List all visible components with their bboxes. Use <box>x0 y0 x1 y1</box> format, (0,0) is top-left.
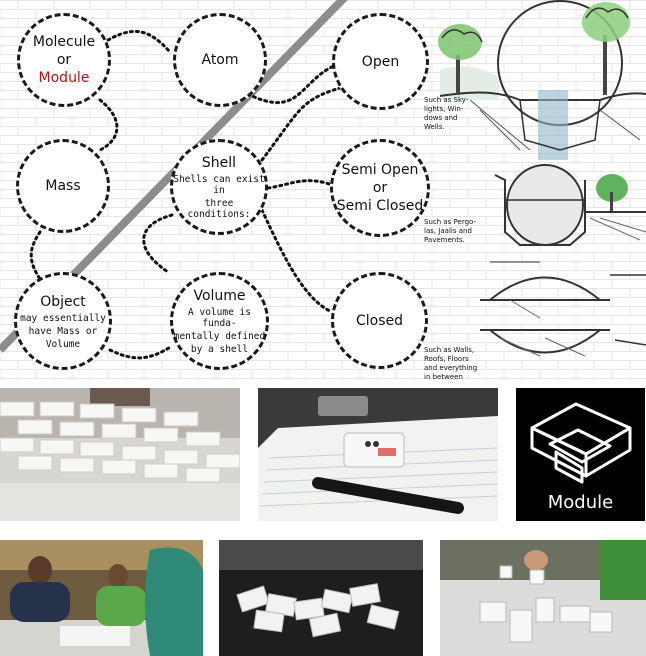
node-open: Open <box>332 13 429 110</box>
note-closed-line: in between <box>424 373 463 381</box>
node-object: Object may essentially have Mass or Volu… <box>14 272 112 370</box>
node-semi-title-3: Semi Closed <box>336 198 424 214</box>
node-shell-subtitle-2: three conditions: <box>187 198 251 220</box>
note-semi-line: Pavements. <box>424 236 465 244</box>
photo-sketchbook-desk <box>258 388 498 521</box>
connector-shell-open <box>260 86 342 162</box>
connector-molecule-mass <box>98 98 119 152</box>
note-closed-line: Such as Walls, <box>424 346 475 354</box>
sketch-closed-vault <box>489 276 601 301</box>
node-molecule-or: or <box>56 52 72 68</box>
module-tile-label: Module <box>547 492 614 513</box>
node-volume: Volume A volume is funda- mentally defin… <box>170 272 269 370</box>
note-semi-line: Such as Pergo- <box>424 218 476 226</box>
node-open-title: Open <box>361 53 400 70</box>
node-closed-title: Closed <box>355 312 404 329</box>
photo-students-art <box>0 540 203 656</box>
note-semi: Such as Pergo- las, Jaalis and Pavements… <box>424 218 476 245</box>
photo-foam-wall-art <box>0 388 240 521</box>
note-open-line: Such as Sky- <box>424 96 469 104</box>
photo-foam-curve <box>219 540 423 656</box>
sketch-semi-sphere <box>506 164 584 246</box>
node-shell-title: Shell <box>201 155 237 171</box>
photo-foam-blocks <box>440 540 646 656</box>
note-open-line: lights, Win- <box>424 105 464 113</box>
photo-students-working <box>0 540 203 656</box>
connector-shell-volume <box>142 213 174 274</box>
note-closed: Such as Walls, Roofs, Floors and everyth… <box>424 346 477 382</box>
dotted-connectors <box>29 30 342 360</box>
section-sketches <box>438 0 646 357</box>
node-semi-title-1: Semi Open <box>341 162 419 178</box>
note-semi-line: las, Jaalis and <box>424 227 472 235</box>
node-mass: Mass <box>16 139 110 233</box>
photo-foam-wall <box>0 388 240 521</box>
connector-shell-semi <box>266 179 334 190</box>
node-shell-subtitle-1: Shells can exist in <box>173 174 265 196</box>
node-module-title: Module <box>38 70 90 86</box>
node-volume-subtitle-3: by a shell <box>190 344 249 355</box>
note-open: Such as Sky- lights, Win- dows and Wells… <box>424 96 468 132</box>
connector-shell-closed <box>260 208 334 314</box>
connector-molecule-atom <box>106 30 172 54</box>
node-object-title: Object <box>40 293 86 310</box>
node-volume-title: Volume <box>193 288 246 304</box>
note-closed-line: Roofs, Floors <box>424 355 469 363</box>
node-closed: Closed <box>331 272 428 369</box>
photo-sketchbook-art <box>258 388 498 521</box>
node-atom: Atom <box>173 13 267 107</box>
node-object-subtitle-3: Volume <box>45 338 81 350</box>
module-blocks-icon <box>530 402 632 484</box>
node-mass-title: Mass <box>45 178 81 194</box>
node-object-subtitle-2: have Mass or <box>28 325 98 337</box>
photo-foam-blocks-art <box>440 540 646 656</box>
note-open-line: Wells. <box>424 123 445 131</box>
node-atom-title: Atom <box>201 52 239 68</box>
node-molecule-title: Molecule <box>32 34 96 50</box>
connector-object-volume <box>108 344 174 360</box>
photo-foam-curve-art <box>219 540 423 656</box>
node-volume-subtitle-2: mentally defined <box>173 331 266 342</box>
module-tile: Module <box>516 388 645 521</box>
note-open-line: dows and <box>424 114 458 122</box>
node-volume-subtitle-1: A volume is funda- <box>188 307 251 329</box>
connector-atom-open <box>246 63 338 105</box>
node-semi-open-or-semi-closed: Semi Open or Semi Closed <box>330 139 430 237</box>
node-molecule-or-module: Molecule or Module <box>17 13 111 107</box>
node-shell: Shell Shells can exist in three conditio… <box>170 139 268 235</box>
concept-diagram: Molecule or Module Atom Open Mass Shell … <box>0 0 646 383</box>
node-object-subtitle-1: may essentially <box>20 312 106 324</box>
node-semi-title-2: or <box>372 180 388 196</box>
note-closed-line: and everything <box>424 364 478 372</box>
